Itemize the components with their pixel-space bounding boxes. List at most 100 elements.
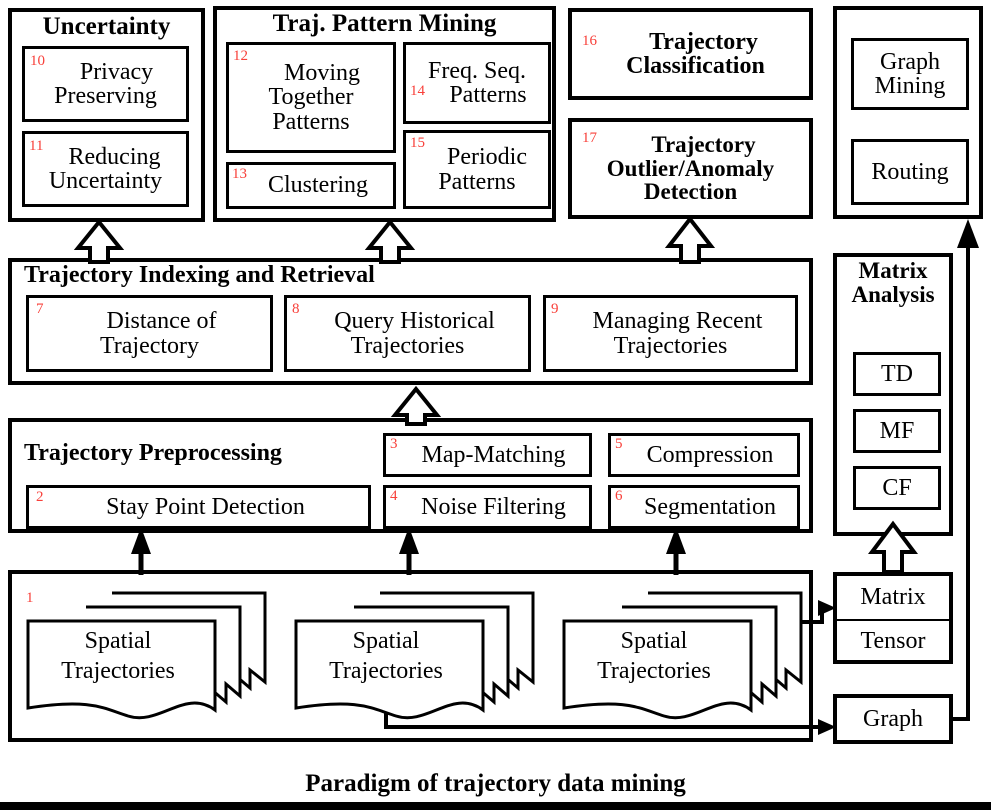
box-reducing-line1: Reducing (68, 143, 161, 170)
group-indexing-title: Trajectory Indexing and Retrieval (24, 262, 375, 288)
tensor-label: Tensor (860, 627, 926, 654)
box-graph: Graph (833, 694, 953, 744)
box-freqseq-line1: Freq. Seq. (428, 57, 526, 84)
box-moving-line3: Patterns (272, 108, 350, 135)
block-arrow-to-pattern-mining (364, 218, 416, 264)
box-graph-mining: Graph Mining (851, 38, 969, 110)
box-noise-filtering: 4 Noise Filtering (383, 485, 592, 529)
box-number-15: 15 (410, 135, 425, 151)
matrix-analysis-title-line1: Matrix (858, 258, 928, 283)
box-trajectory-outlier-anomaly-detection: 17 Trajectory Outlier/Anomaly Detection (568, 118, 813, 219)
classification-line1: Trajectory (649, 28, 758, 55)
group-uncertainty: Uncertainty 10 Privacy Preserving 11 Red… (8, 8, 205, 222)
box-managing-recent-trajectories: 9 Managing Recent Trajectories (543, 295, 798, 372)
box-segmentation: 6 Segmentation (608, 485, 800, 529)
box-periodic-patterns: 15 Periodic Patterns (403, 130, 551, 209)
distance-line2: Trajectory (99, 332, 200, 359)
box-privacy-line1: Privacy (79, 58, 154, 85)
mf-label: MF (879, 417, 915, 444)
block-arrow-to-uncertainty (73, 218, 125, 264)
group-matrix-analysis: Matrix Analysis TD MF CF (833, 253, 953, 536)
map-matching-label: Map-Matching (421, 441, 566, 468)
box-number-11: 11 (29, 138, 44, 154)
box-query-historical-trajectories: 8 Query Historical Trajectories (284, 295, 531, 372)
box-periodic-line1: Periodic (447, 144, 527, 171)
matrix-analysis-title-line2: Analysis (851, 282, 935, 308)
box-periodic-line2: Patterns (438, 168, 516, 195)
group-trajectory-indexing-retrieval: Trajectory Indexing and Retrieval 7 Dist… (8, 258, 813, 385)
group-matrix-tensor: Matrix Tensor (833, 572, 953, 664)
box-number-13: 13 (232, 166, 247, 182)
classification-line2: Classification (626, 53, 765, 79)
outlier-line3: Detection (643, 179, 738, 205)
group-uncertainty-title: Uncertainty (42, 13, 171, 40)
distance-line1: Distance of (106, 308, 217, 335)
outlier-line2: Outlier/Anomaly (606, 155, 775, 181)
box-stay-point-detection: 2 Stay Point Detection (26, 485, 371, 529)
cf-label: CF (882, 474, 912, 501)
box-number-9: 9 (551, 301, 559, 317)
box-number-17: 17 (582, 130, 597, 146)
box-td: TD (853, 352, 941, 396)
box-moving-together-patterns: 12 Moving Together Patterns (226, 42, 396, 153)
box-routing: Routing (851, 139, 969, 205)
box-moving-line2: Together (268, 84, 354, 111)
arrow-graph-to-graph-mining (953, 219, 979, 721)
group-preprocessing-title: Trajectory Preprocessing (24, 440, 282, 466)
managing-line1: Managing Recent (592, 308, 763, 335)
group-pattern-mining-title: Traj. Pattern Mining (272, 10, 497, 37)
stay-point-label: Stay Point Detection (106, 493, 305, 520)
managing-line2: Trajectories (613, 332, 728, 359)
box-number-2: 2 (36, 489, 44, 505)
box-number-3: 3 (390, 436, 398, 452)
graph-mining-line1: Graph (880, 48, 940, 75)
segmentation-label: Segmentation (644, 493, 776, 520)
box-cf: CF (853, 466, 941, 510)
box-freqseq-line2: Patterns (449, 82, 527, 108)
box-mf: MF (853, 409, 941, 453)
box-privacy-preserving: 10 Privacy Preserving (22, 46, 189, 122)
routing-label: Routing (871, 158, 949, 185)
box-clustering-label: Clustering (268, 172, 368, 198)
box-number-6: 6 (615, 488, 623, 504)
graph-mining-line2: Mining (874, 73, 946, 99)
group-traj-pattern-mining: Traj. Pattern Mining 12 Moving Together … (213, 6, 556, 222)
noise-filtering-label: Noise Filtering (421, 493, 566, 520)
group-trajectory-preprocessing: Trajectory Preprocessing 3 Map-Matching … (8, 418, 813, 533)
box-number-5: 5 (615, 436, 623, 452)
box-reducing-uncertainty: 11 Reducing Uncertainty (22, 131, 189, 207)
box-map-matching: 3 Map-Matching (383, 433, 592, 477)
box-number-14: 14 (410, 83, 425, 99)
box-number-10: 10 (30, 53, 45, 69)
box-freq-seq-patterns: 14 Freq. Seq. Patterns (403, 42, 551, 124)
compression-label: Compression (646, 441, 774, 468)
box-moving-line1: Moving (283, 59, 360, 86)
box-number-7: 7 (36, 301, 44, 317)
group-graph-mining-routing: Graph Mining Routing (833, 6, 983, 219)
tensor-label-cell: Tensor (837, 621, 949, 661)
box-number-8: 8 (292, 301, 300, 317)
box-clustering: 13 Clustering (226, 162, 396, 209)
arrow-source1-to-preprocessing (131, 527, 151, 575)
block-arrow-to-outlier-detection (664, 215, 716, 264)
matrix-label-cell: Matrix (837, 576, 949, 621)
box-distance-of-trajectory: 7 Distance of Trajectory (26, 295, 273, 372)
box-number-4: 4 (390, 488, 398, 504)
arrow-source2-to-preprocessing (399, 527, 419, 575)
box-number-12: 12 (233, 48, 248, 64)
query-line2: Trajectories (350, 332, 465, 359)
outlier-line1: Trajectory (651, 132, 756, 158)
box-compression: 5 Compression (608, 433, 800, 477)
arrow-source3-to-preprocessing (666, 527, 686, 575)
box-number-16: 16 (582, 33, 597, 49)
graph-label: Graph (863, 705, 923, 732)
query-line1: Query Historical (334, 308, 495, 335)
box-reducing-line2: Uncertainty (48, 168, 163, 194)
box-privacy-line2: Preserving (54, 83, 157, 109)
group-data-sources: 1 (8, 570, 813, 742)
box-trajectory-classification: 16 Trajectory Classification (568, 8, 813, 100)
figure-caption: Paradigm of trajectory data mining (305, 770, 686, 797)
td-label: TD (881, 360, 913, 387)
box-number-1: 1 (26, 590, 34, 606)
